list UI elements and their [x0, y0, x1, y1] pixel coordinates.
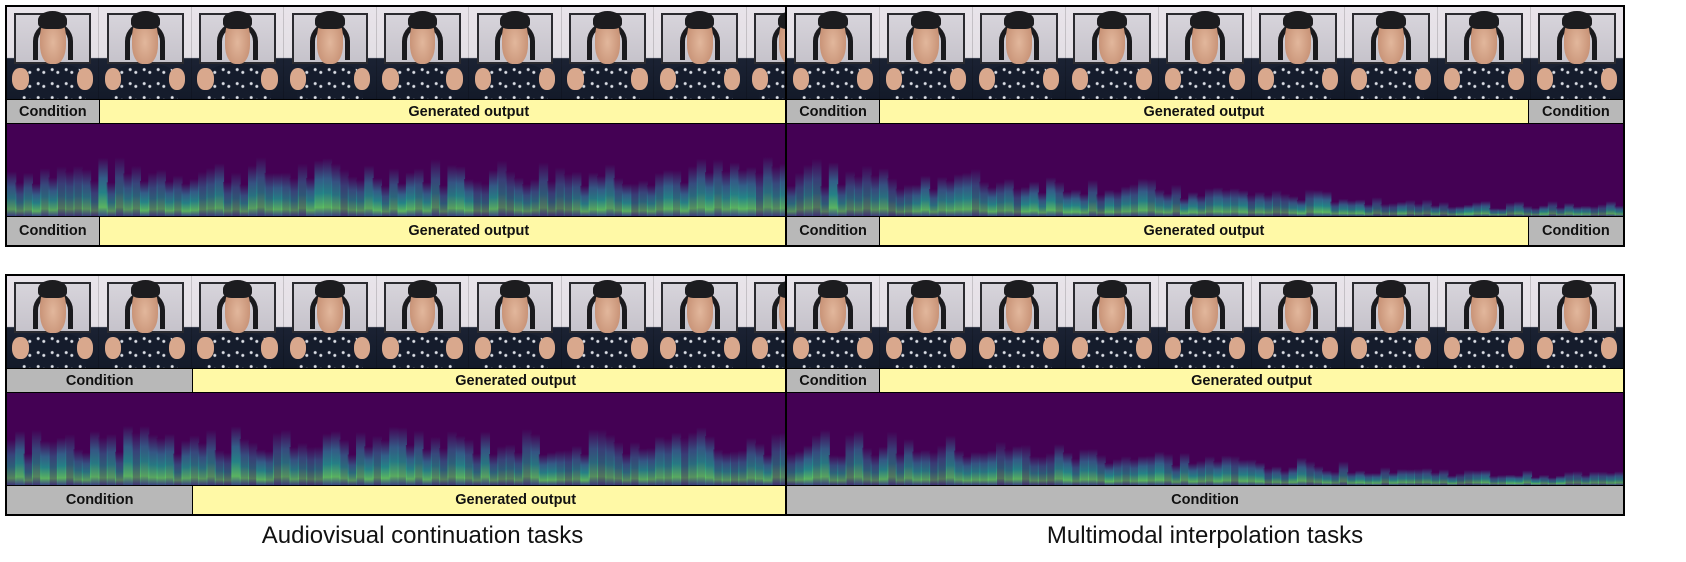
- video-frame: [880, 276, 973, 368]
- video-frame: [1438, 7, 1531, 99]
- condition-label: Condition: [7, 217, 99, 245]
- video-frame: [654, 7, 747, 99]
- generated-output-label: Generated output: [879, 100, 1528, 123]
- video-frame: [1159, 7, 1252, 99]
- video-frame: [7, 276, 100, 368]
- video-frame: [973, 7, 1066, 99]
- video-frame: [561, 7, 655, 99]
- video-frame: [376, 276, 470, 368]
- video-frame: [880, 7, 973, 99]
- video-frame: [469, 276, 562, 368]
- caption-left: Audiovisual continuation tasks: [261, 522, 584, 549]
- video-frame: [1066, 276, 1159, 368]
- audio-spectrogram: [7, 393, 838, 485]
- video-frame: [973, 276, 1066, 368]
- video-frame: [1345, 7, 1438, 99]
- video-frame: [1438, 276, 1531, 368]
- audio-spectrogram: [787, 393, 1623, 485]
- video-frame: [191, 7, 285, 99]
- video-frame: [1159, 276, 1252, 368]
- video-frame: [787, 276, 880, 368]
- video-frame: [1252, 7, 1345, 99]
- video-frame: [469, 7, 562, 99]
- video-frame-strip: [787, 7, 1623, 99]
- condition-label: Condition: [7, 100, 99, 123]
- video-frame: [561, 276, 655, 368]
- video-frame-strip: [7, 7, 838, 99]
- video-frame: [191, 276, 285, 368]
- audio-label-row: Condition: [787, 485, 1623, 514]
- audio-spectrogram: [787, 124, 1623, 216]
- video-frame: [284, 7, 377, 99]
- generated-output-label: Generated output: [879, 217, 1528, 245]
- video-frame: [787, 7, 880, 99]
- video-frame: [284, 276, 377, 368]
- condition-label: Condition: [1527, 100, 1623, 123]
- condition-label: Condition: [787, 369, 880, 392]
- video-frame: [1531, 7, 1623, 99]
- condition-label: Condition: [787, 486, 1623, 514]
- video-frame: [1252, 276, 1345, 368]
- video-frame: [1531, 276, 1623, 368]
- condition-label: Condition: [787, 100, 880, 123]
- video-frame: [7, 7, 100, 99]
- video-frame: [99, 7, 192, 99]
- generated-output-label: Generated output: [98, 100, 838, 123]
- condition-label: Condition: [7, 369, 193, 392]
- generated-output-label: Generated output: [192, 369, 838, 392]
- condition-label: Condition: [7, 486, 193, 514]
- condition-label: Condition: [787, 217, 880, 245]
- generated-output-label: Generated output: [192, 486, 838, 514]
- generated-output-label: Generated output: [879, 369, 1623, 392]
- video-frame: [1345, 276, 1438, 368]
- video-frame: [376, 7, 470, 99]
- video-frame-strip: [7, 276, 838, 368]
- caption-right: Multimodal interpolation tasks: [1046, 522, 1364, 549]
- generated-output-label: Generated output: [98, 217, 838, 245]
- video-frame: [654, 276, 747, 368]
- audio-spectrogram: [7, 124, 838, 216]
- video-frame: [99, 276, 192, 368]
- video-frame: [1066, 7, 1159, 99]
- video-frame-strip: [787, 276, 1623, 368]
- condition-label: Condition: [1527, 217, 1623, 245]
